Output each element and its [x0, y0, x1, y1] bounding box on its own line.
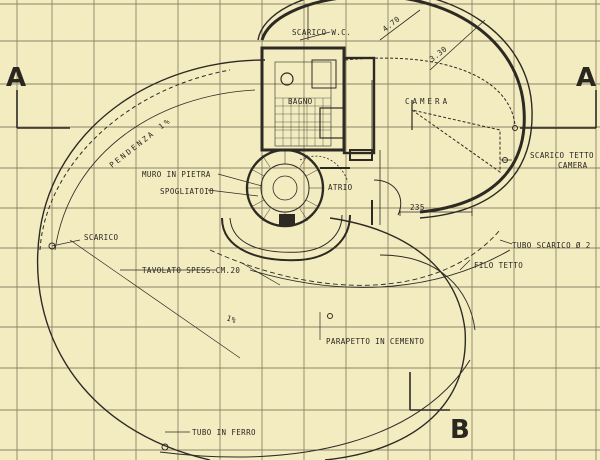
dimension-235: 235 — [410, 203, 425, 212]
label-muro-in-pietra: MURO IN PIETRA — [142, 170, 211, 179]
label-tubo-scarico: TUBO SCARICO Ø 2 — [512, 241, 591, 250]
label-scarico-wc: SCARICO W.C. — [292, 28, 351, 37]
section-marker-a-right: A — [520, 63, 597, 129]
washbasin — [311, 59, 337, 89]
section-marker-a-left: A — [6, 63, 70, 129]
atrio-walls — [320, 149, 373, 225]
building-outline — [257, 0, 533, 219]
dimension-3-30: 3.30 — [428, 44, 449, 63]
section-mark-a-left: A — [6, 63, 26, 93]
bathroom-room — [260, 46, 376, 155]
label-pendenza-small: 1% — [225, 313, 237, 325]
wc-fixture — [280, 72, 294, 86]
label-filo-tetto: FILO TETTO — [474, 261, 523, 270]
label-atrio: ATRIO — [328, 183, 353, 192]
dimension-lines — [307, 4, 486, 225]
label-tavolato: TAVOLATO SPESS.CM.20 — [142, 266, 240, 275]
section-marker-b: B — [409, 372, 470, 445]
label-scarico-tetto: SCARICO TETTO — [530, 151, 594, 160]
label-bagno: BAGNO — [288, 97, 313, 106]
label-scarico: SCARICO — [84, 233, 118, 242]
section-mark-a-right: A — [576, 63, 596, 93]
label-camera: CAMERA — [405, 97, 450, 106]
section-mark-b: B — [450, 415, 470, 445]
label-scarico-tetto-camera: CAMERA — [558, 161, 588, 170]
spiral-stair — [221, 148, 402, 262]
dimension-4-70: 4.70 — [381, 14, 402, 33]
bathtub — [319, 107, 345, 139]
label-parapetto: PARAPETTO IN CEMENTO — [326, 337, 424, 346]
label-spogliatoio: SPOGLIATOIO — [160, 187, 214, 196]
leader-lines — [51, 31, 513, 433]
outer-spiral-parapet — [36, 59, 511, 460]
drain-points — [48, 125, 518, 451]
label-tubo-in-ferro: TUBO IN FERRO — [192, 428, 256, 437]
wardrobe-block — [342, 56, 376, 155]
